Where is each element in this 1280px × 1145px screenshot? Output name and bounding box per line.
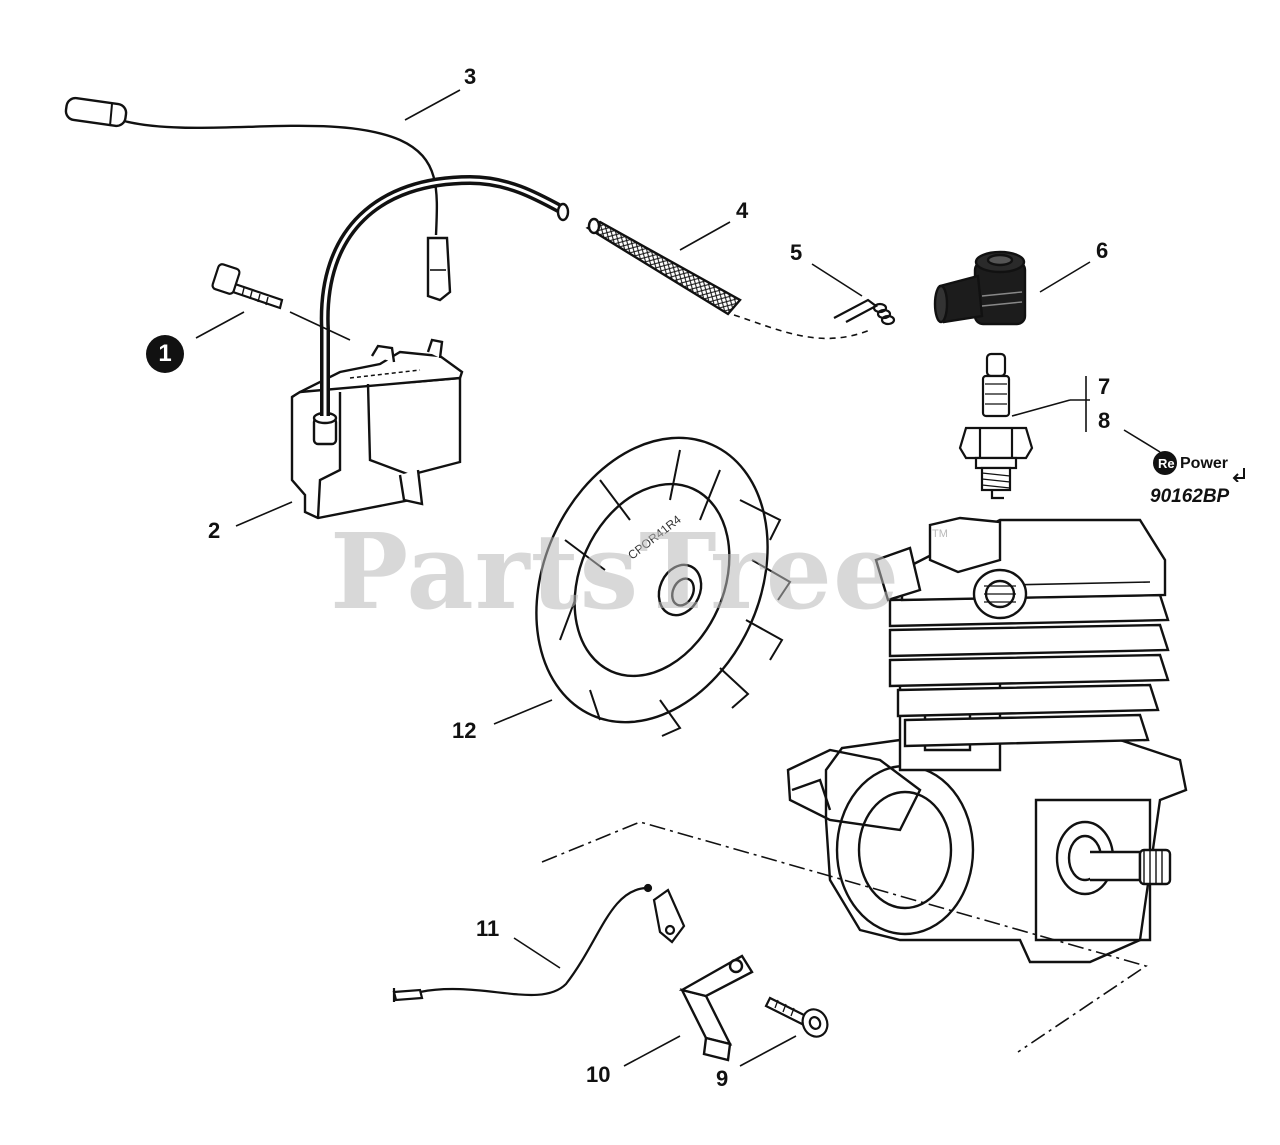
partstree-watermark: PartsTree: [330, 510, 901, 633]
repower-part-code: 90162BP: [1150, 486, 1230, 507]
trademark-symbol: TM: [932, 528, 948, 540]
callout-9[interactable]: 9: [716, 1066, 729, 1091]
coil-bolt: [211, 263, 284, 310]
callout-12[interactable]: 12: [452, 718, 477, 743]
engine-block: [786, 516, 1188, 964]
svg-text:Re: Re: [1158, 456, 1175, 471]
callout-2[interactable]: 2: [208, 518, 221, 543]
part-5-spring: [833, 298, 896, 326]
dashed-guide-line: [733, 314, 871, 340]
leader-lines: [195, 89, 1161, 1067]
part-7-8-spark-plug: [958, 352, 1034, 500]
part-10-bracket: [678, 954, 754, 1062]
part-9-screw: [764, 996, 829, 1038]
part-3-stop-wire: [64, 96, 452, 302]
part-11-ground-wire: [392, 883, 686, 1002]
callout-3[interactable]: 3: [464, 64, 477, 89]
callout-4[interactable]: 4: [736, 198, 749, 223]
callout-11[interactable]: 11: [476, 916, 500, 941]
callout-10[interactable]: 10: [586, 1062, 611, 1087]
assembly-frame: [541, 821, 1148, 1053]
callout-badge-1[interactable]: 1: [146, 335, 184, 373]
part-2-ignition-coil: [290, 174, 570, 520]
part-4-protector-tube: [585, 217, 742, 316]
callout-8[interactable]: 8: [1098, 408, 1111, 433]
svg-text:Power: Power: [1180, 455, 1228, 472]
repower-logo: Re Power: [1153, 451, 1245, 482]
part-12-flywheel: CPOR41R4: [535, 436, 792, 737]
callout-6[interactable]: 6: [1096, 238, 1109, 263]
callout-5[interactable]: 5: [790, 240, 803, 265]
part-6-plug-cap: [933, 250, 1027, 326]
callout-7[interactable]: 7: [1098, 374, 1111, 399]
